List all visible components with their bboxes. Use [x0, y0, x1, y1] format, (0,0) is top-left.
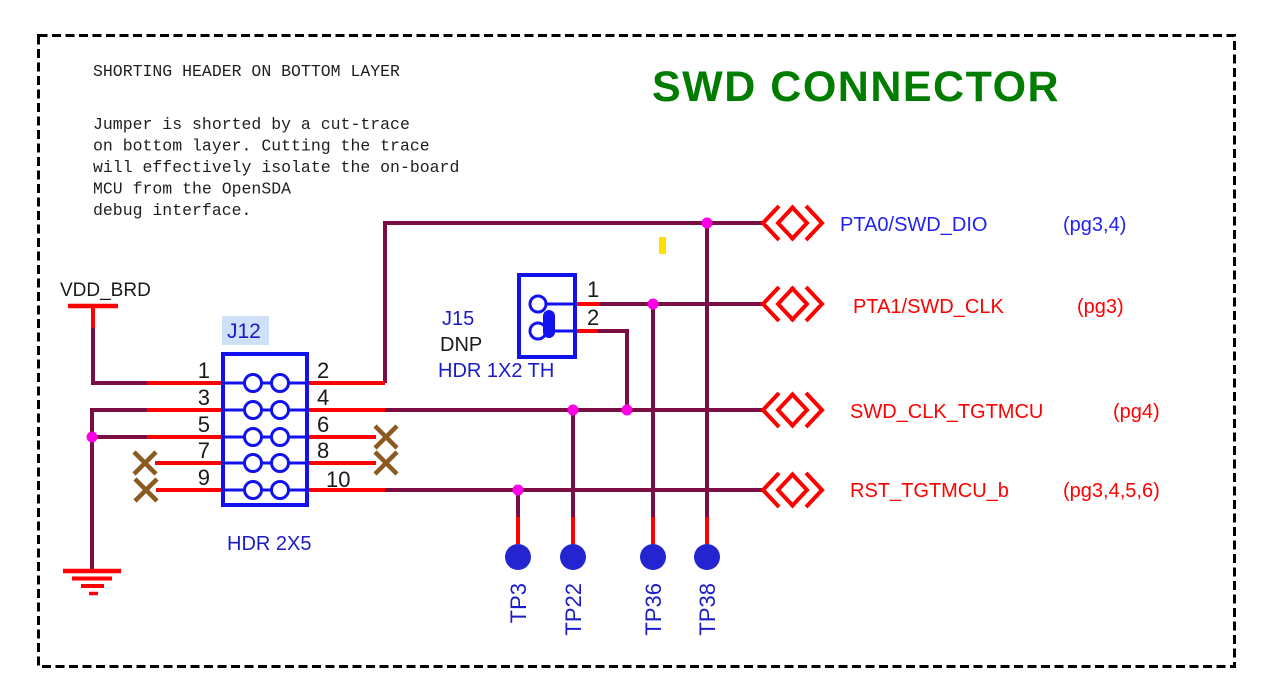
pin-circle — [270, 373, 290, 393]
no-connect-x-icon — [133, 477, 159, 503]
offpage-connector-icon — [761, 471, 824, 509]
j12-pin-number: 10 — [326, 467, 350, 492]
wire-pta0-swd-dio — [383, 221, 763, 517]
j15-refdes: J15 — [442, 308, 474, 330]
signal-pages: (pg3,4) — [1063, 214, 1126, 236]
note-paragraph: Jumper is shorted by a cut-trace on bott… — [93, 115, 459, 220]
page-border — [37, 34, 1236, 668]
pin-circle — [243, 400, 263, 420]
j15-part-value: HDR 1X2 TH — [438, 360, 554, 382]
connector-j12: 1 3 5 7 9 2 4 6 8 10 J12 HDR 2X5 — [198, 316, 350, 555]
testpoint-label: TP3 — [506, 583, 531, 623]
pin-circle — [243, 480, 263, 500]
j15-shorting-bar — [543, 310, 555, 338]
note-line: Jumper is shorted by a cut-trace — [93, 115, 410, 134]
j12-pin-number: 8 — [317, 438, 329, 463]
no-connect-x-icon — [132, 450, 158, 476]
stub-j15 — [575, 302, 600, 333]
offpage-connector-icon — [761, 285, 824, 323]
j12-pin-number: 6 — [317, 412, 329, 437]
no-connect-x-icon — [373, 424, 399, 450]
pin-circle — [270, 427, 290, 447]
junction-dot — [567, 404, 579, 416]
note-heading: SHORTING HEADER ON BOTTOM LAYER — [93, 62, 400, 81]
j15-pin-number: 2 — [587, 305, 599, 330]
pin-circle — [270, 480, 290, 500]
vdd-net-label: VDD_BRD — [60, 280, 151, 301]
j15-dnp-flag: DNP — [440, 334, 482, 356]
j12-refdes-highlight — [222, 316, 269, 345]
signal-pages: (pg3,4,5,6) — [1063, 480, 1160, 502]
signal-name: RST_TGTMCU_b — [850, 480, 1009, 502]
signal-name: PTA1/SWD_CLK — [853, 296, 1004, 318]
pin-circle — [243, 453, 263, 473]
j12-body — [221, 352, 309, 507]
stub-testpoints — [516, 517, 709, 544]
note-line: will effectively isolate the on-board — [93, 158, 459, 177]
j15-body — [517, 273, 577, 359]
j12-part-value: HDR 2X5 — [227, 533, 311, 555]
note-line: debug interface. — [93, 201, 251, 220]
j12-pin-number: 9 — [198, 465, 210, 490]
pin-circle — [243, 427, 263, 447]
signal-name: PTA0/SWD_DIO — [840, 214, 987, 236]
j12-pin-number: 7 — [198, 438, 210, 463]
ground-symbol-icon — [63, 568, 121, 596]
junction-dot — [621, 404, 633, 416]
wire-vdd-brd — [91, 328, 147, 385]
testpoint-pad — [694, 544, 720, 570]
note-line: on bottom layer. Cutting the trace — [93, 137, 430, 156]
offpage-connector-icon — [761, 391, 824, 429]
junction-dot — [512, 484, 524, 496]
offpage-connector-icon — [761, 204, 824, 242]
j15-pin-number: 1 — [587, 277, 599, 302]
testpoint-label: TP38 — [695, 583, 720, 636]
wire-gnd — [90, 408, 147, 569]
j12-pin-number: 4 — [317, 385, 329, 410]
signal-pages: (pg3) — [1077, 296, 1124, 318]
no-connect-x-icon — [373, 450, 399, 476]
j12-pin-number: 3 — [198, 385, 210, 410]
j12-refdes: J12 — [227, 320, 261, 343]
pin-circle — [270, 453, 290, 473]
pin-circle — [528, 294, 548, 314]
testpoint-pad — [640, 544, 666, 570]
testpoint-pad — [505, 544, 531, 570]
pin-circle — [243, 373, 263, 393]
connector-j15: 1 2 J15 DNP HDR 1X2 TH — [438, 273, 599, 382]
signal-name: SWD_CLK_TGTMCU — [850, 401, 1043, 423]
pin-circle — [270, 400, 290, 420]
yellow-marker — [659, 237, 666, 254]
note-line: MCU from the OpenSDA — [93, 180, 291, 199]
junction-dot — [701, 217, 713, 229]
testpoint-label: TP36 — [641, 583, 666, 636]
page-title: SWD CONNECTOR — [652, 63, 1060, 111]
junction-dot — [86, 431, 98, 443]
testpoint-label: TP22 — [561, 583, 586, 636]
testpoint-pad — [560, 544, 586, 570]
junction-dot — [647, 298, 659, 310]
j12-pin-number: 2 — [317, 358, 329, 383]
j12-pin-number: 5 — [198, 412, 210, 437]
signal-pages: (pg4) — [1113, 401, 1160, 423]
j12-pin-number: 1 — [198, 358, 210, 383]
